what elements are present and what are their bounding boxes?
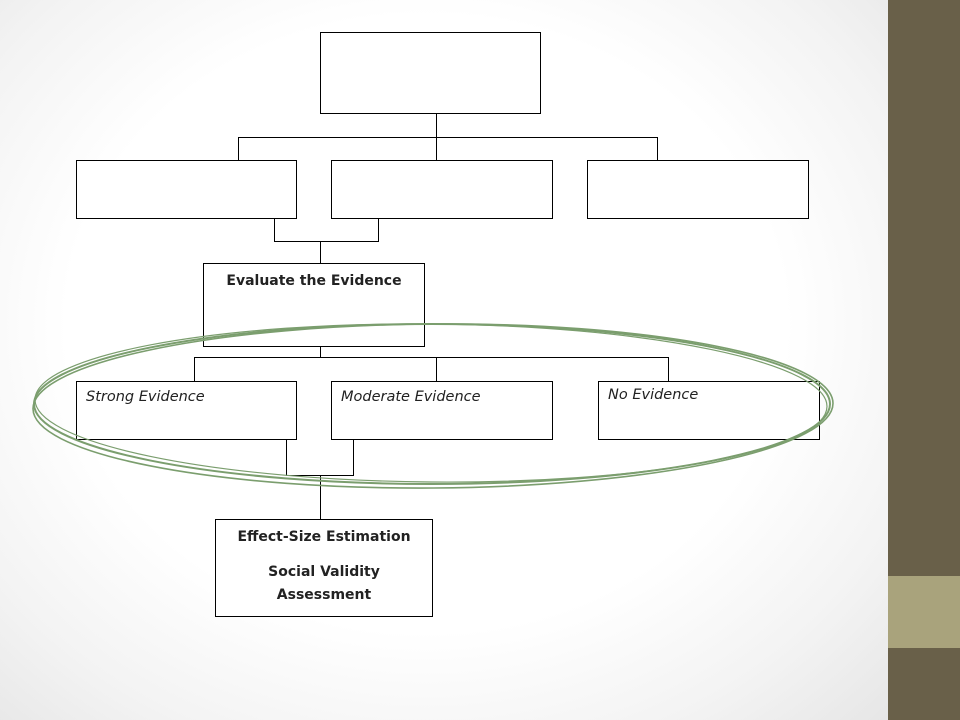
connector bbox=[378, 218, 379, 241]
connector bbox=[353, 439, 354, 475]
connector bbox=[194, 357, 669, 358]
moderate-evidence-label: Moderate Evidence bbox=[341, 389, 481, 405]
moderate-evidence-box: Moderate Evidence bbox=[331, 381, 553, 440]
connector bbox=[320, 475, 321, 520]
effect-size-label: Effect-Size Estimation bbox=[237, 529, 411, 545]
level2-box-3 bbox=[587, 160, 809, 219]
top-box bbox=[320, 32, 541, 114]
connector bbox=[286, 439, 287, 475]
strong-evidence-label: Strong Evidence bbox=[86, 389, 205, 405]
level2-box-2 bbox=[331, 160, 553, 219]
connector bbox=[274, 241, 379, 242]
connector bbox=[194, 357, 195, 382]
connector bbox=[320, 346, 321, 357]
connector bbox=[668, 357, 669, 382]
connector bbox=[436, 113, 437, 137]
strong-evidence-box: Strong Evidence bbox=[76, 381, 297, 440]
sidebar-block-middle bbox=[888, 576, 960, 648]
final-assessment-box: Effect-Size Estimation Social Validity A… bbox=[215, 519, 433, 617]
level2-box-1 bbox=[76, 160, 297, 219]
highlight-ellipse-stroke-1 bbox=[33, 323, 831, 485]
connector bbox=[436, 357, 437, 382]
connector bbox=[436, 137, 437, 160]
assessment-label: Assessment bbox=[276, 587, 372, 603]
connector bbox=[657, 137, 658, 160]
slide-canvas: Evaluate the Evidence Strong Evidence Mo… bbox=[0, 0, 888, 720]
highlight-ellipse bbox=[32, 323, 834, 489]
highlight-ellipse-stroke-3 bbox=[34, 323, 828, 483]
sidebar-block-bottom bbox=[888, 648, 960, 720]
connector bbox=[274, 218, 275, 241]
social-validity-label: Social Validity bbox=[268, 564, 380, 580]
evaluate-evidence-label: Evaluate the Evidence bbox=[226, 273, 402, 289]
sidebar-block-top bbox=[888, 0, 960, 576]
no-evidence-box: No Evidence bbox=[598, 381, 820, 440]
connector bbox=[238, 137, 239, 160]
connector bbox=[238, 137, 658, 138]
connector bbox=[320, 241, 321, 264]
no-evidence-label: No Evidence bbox=[608, 387, 699, 403]
